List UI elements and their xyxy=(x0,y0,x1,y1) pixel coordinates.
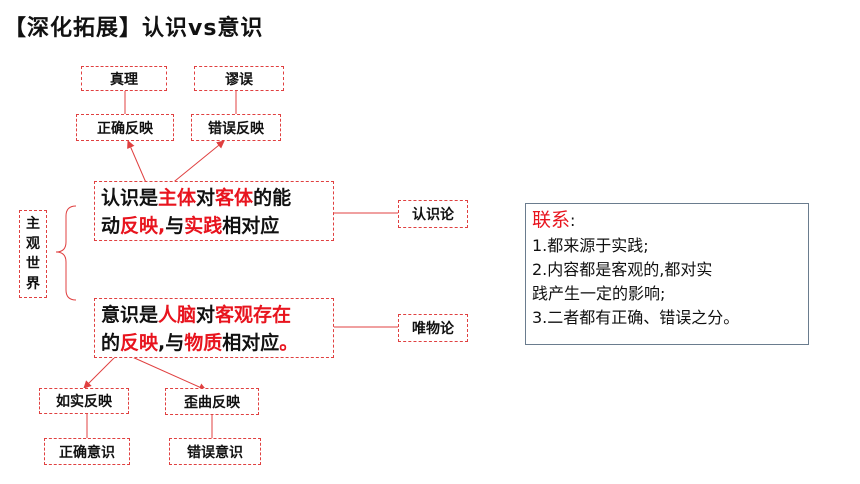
connection-item: 2.内容都是客观的,都对实 xyxy=(532,260,713,279)
connection-panel: 联系: 1.都来源于实践; 2.内容都是客观的,都对实 践产生一定的影响; 3.… xyxy=(525,203,809,345)
correct-reflection-box: 正确反映 xyxy=(76,114,174,141)
cognition-statement: 认识是主体对客体的能 动反映,与实践相对应 xyxy=(94,181,334,241)
arrow-to-wrong xyxy=(169,140,225,186)
consciousness-line-1: 意识是人脑对客观存在 xyxy=(101,304,292,326)
truth-box: 真理 xyxy=(81,66,167,91)
page-title: 【深化拓展】认识vs意识 xyxy=(4,16,264,41)
subjective-world-box: 主 观 世 界 xyxy=(19,210,47,298)
faithful-reflection-box: 如实反映 xyxy=(39,388,129,414)
epistemology-box: 认识论 xyxy=(398,200,468,228)
correct-consciousness-box: 正确意识 xyxy=(44,438,130,465)
consciousness-statement: 意识是人脑对客观存在 的反映,与物质相对应。 xyxy=(94,298,334,358)
wrong-consciousness-box: 错误意识 xyxy=(169,438,261,465)
bracket xyxy=(55,205,77,301)
distorted-reflection-box: 歪曲反映 xyxy=(165,388,259,415)
connection-item: 践产生一定的影响; xyxy=(532,284,666,303)
fallacy-box: 谬误 xyxy=(194,66,284,91)
arrow-to-faithful xyxy=(83,355,117,389)
connection-item: 1.都来源于实践; xyxy=(532,236,649,255)
connection-item: 3.二者都有正确、错误之分。 xyxy=(532,308,740,327)
wrong-reflection-box: 错误反映 xyxy=(191,114,281,141)
cognition-line-1: 认识是主体对客体的能 xyxy=(101,187,292,209)
consciousness-line-2: 的反映,与物质相对应。 xyxy=(101,332,299,354)
arrow-to-distorted xyxy=(129,355,207,391)
cognition-line-2: 动反映,与实践相对应 xyxy=(101,215,280,237)
connection-heading: 联系: xyxy=(532,209,576,231)
materialism-box: 唯物论 xyxy=(398,314,468,342)
arrow-to-correct xyxy=(127,140,148,186)
